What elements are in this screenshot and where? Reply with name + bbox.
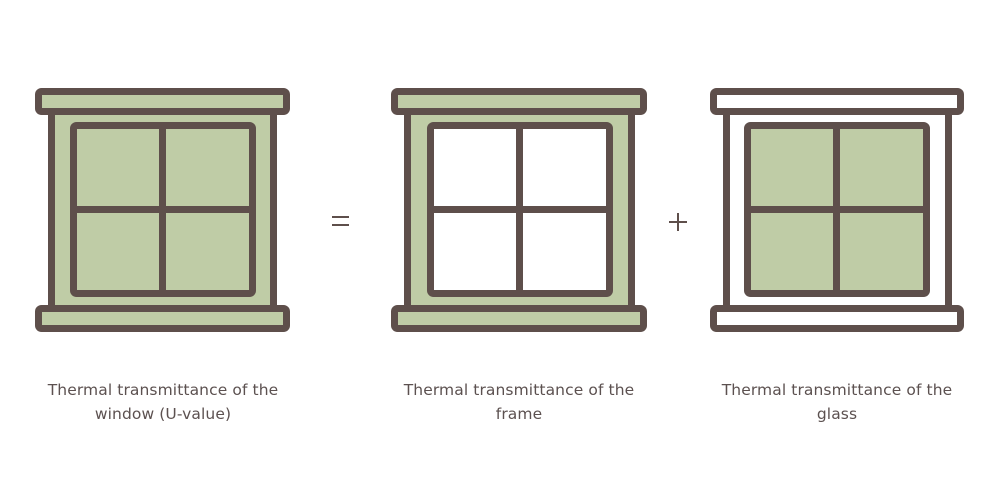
window-glass-head: [710, 88, 964, 115]
caption-glass: Thermal transmittance of the glass: [697, 378, 977, 426]
caption-glass-line1: Thermal transmittance of the: [721, 381, 953, 399]
caption-window-line1: Thermal transmittance of the: [47, 381, 279, 399]
caption-glass-line2: glass: [816, 405, 858, 423]
window-frame-head: [391, 88, 647, 115]
caption-frame: Thermal transmittance of the frame: [379, 378, 659, 426]
window-full-head: [35, 88, 290, 115]
window-glass-sill: [710, 305, 964, 332]
caption-frame-line1: Thermal transmittance of the: [403, 381, 635, 399]
equals-icon: [332, 216, 349, 226]
plus-icon: [669, 213, 687, 231]
window-full-sill: [35, 305, 290, 332]
window-frame-sill: [391, 305, 647, 332]
caption-window-line2: window (U-value): [94, 405, 232, 423]
caption-window: Thermal transmittance of the window (U-v…: [23, 378, 303, 426]
caption-frame-line2: frame: [495, 405, 543, 423]
